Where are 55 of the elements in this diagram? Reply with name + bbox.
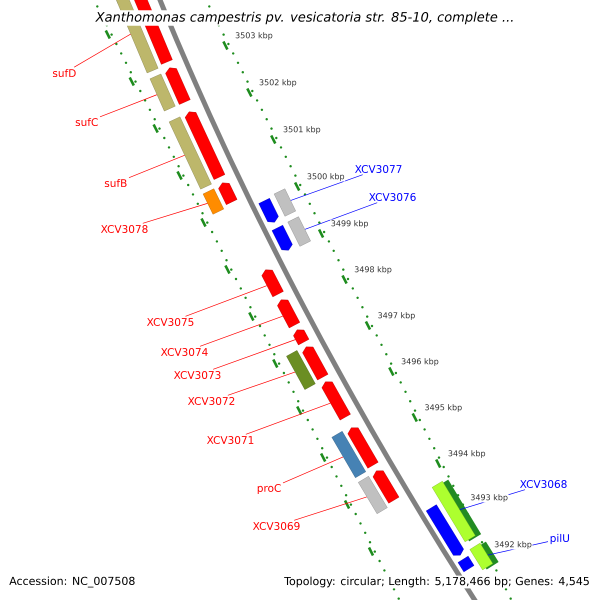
- leader-line: [142, 203, 208, 224]
- gene-box: [358, 476, 388, 514]
- scale-label: 3502 kbp: [258, 78, 298, 88]
- leader-line: [290, 174, 364, 201]
- gene-label: XCV3074: [160, 348, 208, 356]
- gene-block: [277, 300, 300, 328]
- scale-label: 3493 kbp: [470, 494, 508, 502]
- leader-line: [200, 316, 284, 347]
- leader-line: [212, 339, 296, 370]
- scale-label: 3500 kbp: [306, 172, 346, 182]
- scale-label: 3499 kbp: [330, 220, 369, 228]
- gene-label: proC: [258, 484, 281, 494]
- gene-block: [293, 330, 310, 346]
- scale-label: 3501 kbp: [282, 126, 322, 134]
- scale-label: 3494 kbp: [447, 450, 486, 458]
- leader-line: [100, 94, 158, 118]
- scale-label: 3495 kbp: [424, 404, 463, 412]
- gene-box: [286, 350, 316, 390]
- gene-label: sufC: [76, 118, 98, 126]
- gene-label: sufB: [104, 178, 127, 188]
- leader-line: [74, 34, 131, 68]
- leader-line: [246, 402, 331, 435]
- gene-label: XCV3069: [252, 522, 300, 530]
- gene-label: XCV3075: [146, 318, 194, 326]
- gene-box: [150, 74, 176, 112]
- footer-text: Topology: circular; Length: 5,178,466 bp; Genes: 4,545: [283, 576, 591, 588]
- gene-box: [168, 116, 212, 190]
- gene-label: XCV3068: [520, 480, 567, 488]
- leader-line: [304, 202, 378, 230]
- gene-label: XCV3071: [206, 436, 254, 444]
- scale-label: 3498 kbp: [354, 266, 392, 274]
- leader-line: [282, 456, 344, 484]
- title: Xanthomonas campestris pv. vesicatoria str. 85-10, complete ...: [94, 10, 516, 26]
- leader-line: [294, 496, 368, 521]
- scale-label: 3492 kbp: [494, 540, 532, 550]
- leader-line: [227, 372, 296, 396]
- gene-label: sufD: [52, 68, 76, 78]
- gene-block: [322, 382, 351, 420]
- gene-label: XCV3076: [369, 193, 416, 201]
- gene-label: XCV3078: [100, 225, 148, 233]
- footer-text: Accession: NC_007508: [8, 576, 136, 588]
- gene-box: [202, 188, 224, 214]
- gene-label: pilU: [550, 534, 569, 544]
- gene-block: [262, 270, 284, 298]
- gene-box: [274, 188, 296, 216]
- scale-label: 3496 kbp: [400, 358, 440, 366]
- leader-line: [128, 154, 185, 178]
- gene-label: XCV3073: [174, 371, 220, 379]
- gene-label: XCV3072: [188, 397, 234, 405]
- leader-line: [185, 285, 268, 317]
- gene-label: XCV3077: [355, 165, 402, 173]
- gene-box: [288, 216, 311, 247]
- scale-label: 3503 kbp: [234, 32, 274, 40]
- scale-label: 3497 kbp: [377, 312, 416, 320]
- gene-box: [332, 431, 366, 478]
